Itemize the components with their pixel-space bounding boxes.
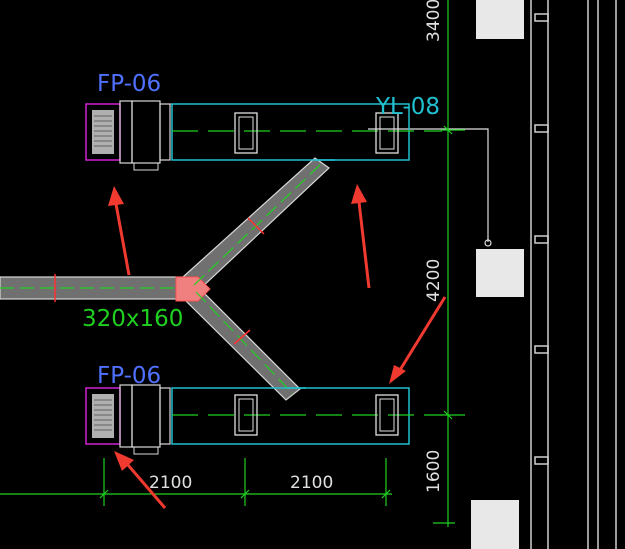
annotation-arrowhead-2: [351, 184, 367, 204]
wall-ticks: [534, 13, 549, 465]
vertical-dimension-lines: [433, 0, 465, 527]
annotation-arrows: [108, 184, 447, 509]
dim-1600: 1600: [424, 450, 444, 493]
annotation-arrow-2: [357, 201, 371, 289]
fan-coil-label-top: FP-06: [97, 71, 161, 97]
annotation-arrow-1: [114, 203, 131, 276]
annotation-arrowhead-4: [114, 451, 134, 471]
outlet-tag-label: YL-08: [375, 94, 440, 120]
duct-network: [0, 157, 330, 401]
dim-4200: 4200: [424, 259, 444, 302]
annotation-arrowhead-1: [108, 186, 124, 206]
leader-line: [368, 128, 492, 247]
horizontal-dimension-labels: 2100 2100: [149, 473, 333, 493]
duct-plenum-connections: [288, 159, 335, 389]
annotation-arrowhead-3: [389, 365, 406, 384]
fan-coil-label-bottom: FP-06: [97, 363, 161, 389]
horizontal-dimension-lines: [0, 458, 392, 506]
dim-2100-left: 2100: [149, 473, 192, 493]
annotation-arrow-4: [126, 464, 167, 509]
fan-coil-unit-top[interactable]: [85, 100, 172, 171]
dim-2100-right: 2100: [290, 473, 333, 493]
duct-size-label: 320x160: [82, 306, 183, 332]
annotation-arrow-3: [398, 296, 447, 371]
plenum-top: [171, 103, 442, 161]
wall-lines: [530, 0, 617, 549]
dim-3400: 3400: [424, 0, 444, 42]
fan-coil-unit-bottom[interactable]: [85, 384, 171, 455]
vertical-dimension-labels: 3400 4200 1600: [424, 0, 444, 493]
grey-boxes: [471, 0, 524, 549]
